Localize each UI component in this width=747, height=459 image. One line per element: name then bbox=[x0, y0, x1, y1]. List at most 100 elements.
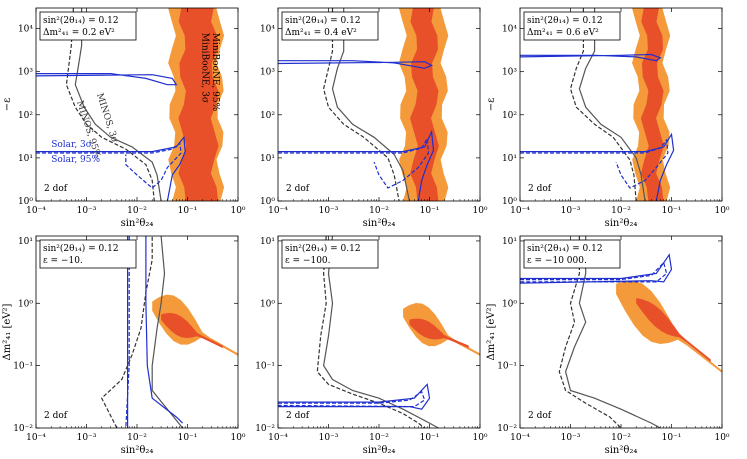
series-minos-95- bbox=[322, 8, 400, 201]
x-axis-label: sin²θ₂₄ bbox=[363, 218, 396, 229]
x-axis-label: sin²θ₂₄ bbox=[363, 445, 396, 456]
x-tick-label: 10⁻⁴ bbox=[510, 206, 530, 216]
series-solar-95- bbox=[36, 141, 182, 189]
x-tick-label: 10⁻² bbox=[369, 206, 389, 216]
legend-line: sin²(2θ₁₄) = 0.12 bbox=[43, 243, 119, 254]
x-tick-label: 10⁻¹ bbox=[662, 433, 682, 443]
y-tick-label: 10⁻² bbox=[255, 424, 275, 434]
legend-box bbox=[39, 239, 137, 269]
series-solar-3- bbox=[278, 383, 431, 410]
series-minos-3- bbox=[322, 236, 439, 428]
y-tick-label: 10⁻¹ bbox=[13, 362, 33, 372]
x-tick-label: 10⁻⁴ bbox=[26, 433, 46, 443]
y-tick-label: 10⁰ bbox=[18, 197, 33, 207]
x-tick-label: 10⁻³ bbox=[319, 206, 339, 216]
x-tick-label: 10⁻⁴ bbox=[268, 433, 288, 443]
band-miniboone-3- bbox=[409, 318, 469, 349]
x-tick-label: 10⁰ bbox=[472, 206, 487, 216]
y-tick-label: 10² bbox=[18, 111, 33, 121]
y-tick-label: 10⁴ bbox=[260, 25, 275, 35]
x-tick-label: 10⁰ bbox=[472, 433, 487, 443]
y-tick-label: 10⁰ bbox=[502, 197, 517, 207]
series-minos-95- bbox=[558, 236, 622, 428]
series-solar-upper-loop bbox=[520, 53, 662, 62]
y-axis-label: Δm²₄₁ [eV²] bbox=[486, 303, 497, 360]
series-minos-95- bbox=[100, 236, 153, 428]
y-tick-label: 10¹ bbox=[260, 237, 275, 247]
annotation: Solar, 3σ bbox=[51, 140, 92, 150]
band-miniboone-3- bbox=[410, 8, 439, 201]
dof-label: 2 dof bbox=[528, 411, 552, 421]
x-tick-label: 10⁻¹ bbox=[178, 206, 198, 216]
y-tick-label: 10¹ bbox=[502, 154, 517, 164]
plot-area bbox=[520, 236, 722, 428]
legend: sin²(2θ₁₄) = 0.12ε = −10. bbox=[39, 239, 137, 269]
y-tick-label: 10² bbox=[260, 111, 275, 121]
series-solar-3- bbox=[520, 132, 675, 201]
series-minos-95- bbox=[569, 8, 637, 201]
series-solar-95- bbox=[520, 261, 668, 283]
legend-box bbox=[523, 239, 621, 269]
x-tick-label: 10⁻⁴ bbox=[268, 206, 288, 216]
x-tick-label: 10⁻¹ bbox=[420, 206, 440, 216]
y-tick-label: 10¹ bbox=[18, 154, 33, 164]
x-tick-label: 10⁻² bbox=[127, 206, 147, 216]
series-solar-3- bbox=[278, 129, 435, 201]
dof-label: 2 dof bbox=[286, 411, 310, 421]
plot-area bbox=[520, 8, 675, 201]
dof-label: 2 dof bbox=[286, 184, 310, 194]
legend-line: sin²(2θ₁₄) = 0.12 bbox=[527, 243, 603, 254]
series-solar-95- bbox=[125, 236, 130, 428]
y-tick-label: 10² bbox=[502, 111, 517, 121]
y-tick-label: 10³ bbox=[502, 68, 517, 78]
annotation: Solar, 95% bbox=[51, 155, 100, 165]
x-tick-label: 10⁰ bbox=[230, 433, 245, 443]
x-tick-label: 10⁻³ bbox=[319, 433, 339, 443]
y-tick-label: 10¹ bbox=[502, 237, 517, 247]
x-tick-label: 10⁻⁴ bbox=[26, 206, 46, 216]
series-solar-3- bbox=[520, 253, 673, 284]
series-minos-95- bbox=[65, 8, 155, 201]
x-axis-label: sin²θ₂₄ bbox=[121, 218, 154, 229]
y-tick-label: 10³ bbox=[260, 68, 275, 78]
legend-line: sin²(2θ₁₄) = 0.12 bbox=[527, 15, 603, 26]
legend-line: Δm²₄₁ = 0.4 eV² bbox=[285, 28, 357, 38]
x-axis-label: sin²θ₂₄ bbox=[121, 445, 154, 456]
x-tick-label: 10⁻³ bbox=[77, 433, 97, 443]
series-solar-3- bbox=[36, 135, 186, 201]
annotation: MINOS, 95% bbox=[74, 100, 102, 160]
x-tick-label: 10⁻² bbox=[611, 206, 631, 216]
x-tick-label: 10⁰ bbox=[714, 206, 729, 216]
legend-line: Δm²₄₁ = 0.6 eV² bbox=[527, 28, 599, 38]
x-tick-label: 10⁻¹ bbox=[178, 433, 198, 443]
series-minos-3- bbox=[564, 236, 661, 428]
y-tick-label: 10³ bbox=[18, 68, 33, 78]
legend-line: sin²(2θ₁₄) = 0.12 bbox=[285, 15, 361, 26]
series-solar-upper-loop bbox=[36, 73, 178, 86]
series-solar-95- bbox=[278, 136, 430, 189]
dof-label: 2 dof bbox=[528, 184, 552, 194]
plot-area bbox=[36, 8, 225, 201]
y-tick-label: 10⁰ bbox=[260, 197, 275, 207]
annotation: MiniBooNE, 3σ bbox=[200, 33, 210, 103]
dof-label: 2 dof bbox=[44, 184, 68, 194]
x-tick-label: 10⁻² bbox=[127, 433, 147, 443]
annotation: MINOS, 3σ bbox=[94, 92, 119, 144]
legend-line: ε = −10 000. bbox=[527, 256, 587, 266]
x-tick-label: 10⁻² bbox=[369, 433, 389, 443]
x-tick-label: 10⁻³ bbox=[561, 433, 581, 443]
y-tick-label: 10⁰ bbox=[260, 299, 275, 309]
legend-box bbox=[523, 11, 621, 41]
x-tick-label: 10⁻³ bbox=[561, 206, 581, 216]
legend-box bbox=[39, 11, 137, 41]
plot-area bbox=[278, 236, 480, 428]
series-solar-95- bbox=[278, 390, 426, 408]
y-tick-label: 10⁻² bbox=[497, 424, 517, 434]
dof-label: 2 dof bbox=[44, 411, 68, 421]
